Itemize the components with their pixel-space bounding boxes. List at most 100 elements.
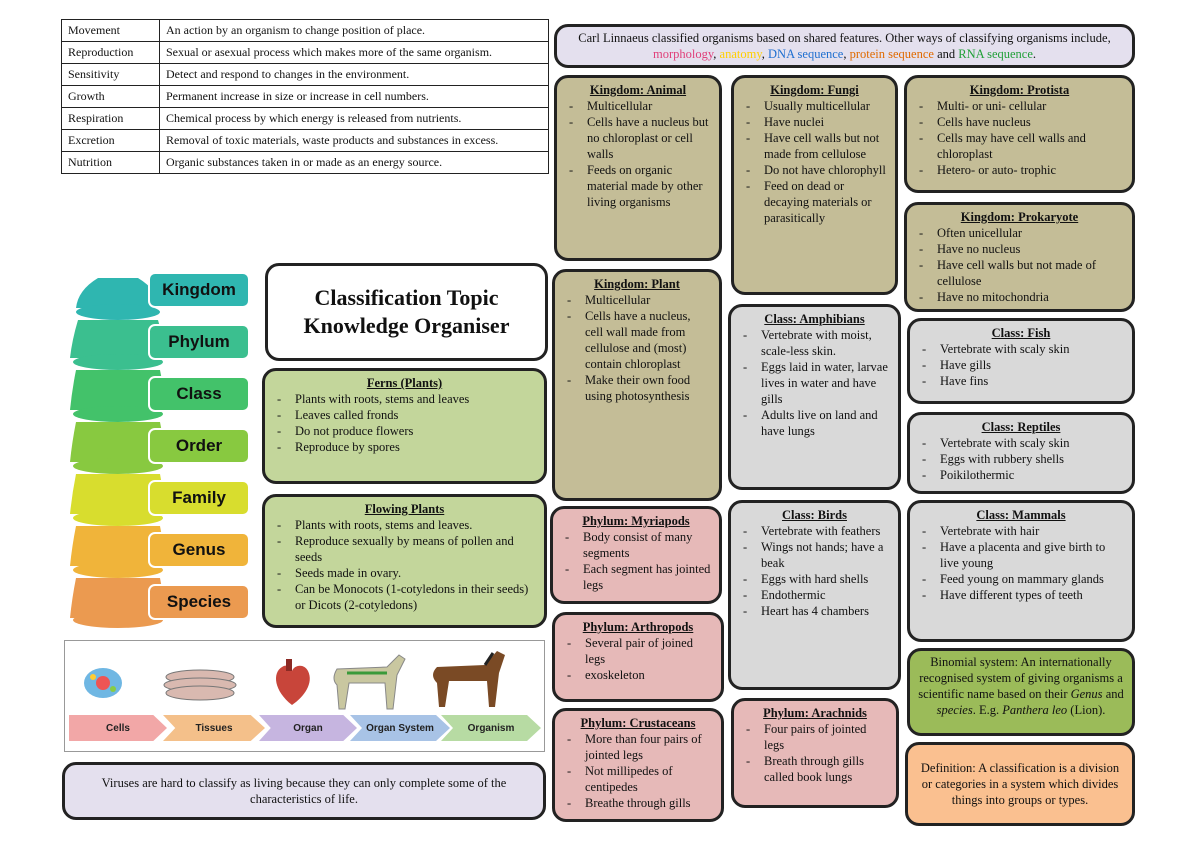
class-fish-list: Vertebrate with scaly skinHave gillsHave…: [918, 341, 1124, 389]
list-item: Body consist of many segments: [561, 529, 711, 561]
kingdom-animal-box: Kingdom: Animal MulticellularCells have …: [554, 75, 722, 261]
list-item: Eggs laid in water, larvae lives in wate…: [739, 359, 890, 407]
characteristic-term: Movement: [61, 19, 160, 42]
class-amphibians-box: Class: Amphibians Vertebrate with moist,…: [728, 304, 901, 490]
phylum-arachnids-box: Phylum: Arachnids Four pairs of jointed …: [731, 698, 899, 808]
protein-term: protein sequence: [849, 47, 934, 61]
list-item: Make their own food using photosynthesis: [563, 372, 711, 404]
characteristic-definition: Removal of toxic materials, waste produc…: [159, 129, 549, 152]
rna-term: RNA sequence: [958, 47, 1033, 61]
list-item: Usually multicellular: [742, 98, 887, 114]
list-item: Have fins: [918, 373, 1124, 389]
binomial-box: Binomial system: An internationally reco…: [907, 648, 1135, 736]
hierarchy-genus: Genus: [148, 532, 250, 568]
kingdom-prokaryote-title: Kingdom: Prokaryote: [960, 210, 1079, 224]
list-item: Multi- or uni- cellular: [915, 98, 1124, 114]
characteristic-term: Reproduction: [61, 41, 160, 64]
list-item: Hetero- or auto- trophic: [915, 162, 1124, 178]
characteristic-definition: Permanent increase in size or increase i…: [159, 85, 549, 108]
phylum-arthropods-box: Phylum: Arthropods Several pair of joine…: [552, 612, 724, 702]
kingdom-protista-title: Kingdom: Protista: [969, 83, 1070, 97]
list-item: Often unicellular: [915, 225, 1124, 241]
organ-system-icon: [333, 654, 406, 710]
class-birds-list: Vertebrate with feathersWings not hands;…: [739, 523, 890, 619]
kingdom-plant-title: Kingdom: Plant: [594, 277, 680, 291]
list-item: Breath through gills called book lungs: [742, 753, 888, 785]
hierarchy-family: Family: [148, 480, 250, 516]
list-item: Eggs with hard shells: [739, 571, 890, 587]
list-item: Do not have chlorophyll: [742, 162, 887, 178]
kingdom-animal-list: MulticellularCells have a nucleus but no…: [565, 98, 711, 210]
list-item: Vertebrate with scaly skin: [918, 341, 1124, 357]
linnaeus-end: .: [1032, 47, 1037, 61]
list-item: Vertebrate with moist, scale-less skin.: [739, 327, 890, 359]
kingdom-fungi-box: Kingdom: Fungi Usually multicellularHave…: [731, 75, 898, 295]
ferns-box: Ferns (Plants) Plants with roots, stems …: [262, 368, 547, 484]
list-item: Cells have a nucleus but no chloroplast …: [565, 114, 711, 162]
hierarchy-kingdom: Kingdom: [148, 272, 250, 308]
list-item: Have a placenta and give birth to live y…: [918, 539, 1124, 571]
phylum-myriapods-box: Phylum: Myriapods Body consist of many s…: [550, 506, 722, 604]
list-item: Multicellular: [563, 292, 711, 308]
list-item: Not millipedes of centipedes: [563, 763, 713, 795]
characteristic-definition: Detect and respond to changes in the env…: [159, 63, 549, 86]
flowering-list: Plants with roots, stems and leaves.Repr…: [273, 517, 536, 613]
phylum-crustaceans-list: More than four pairs of jointed legsNot …: [563, 731, 713, 811]
class-mammals-title: Class: Mammals: [976, 508, 1066, 522]
list-item: Endothermic: [739, 587, 890, 603]
kingdom-animal-title: Kingdom: Animal: [589, 83, 687, 97]
class-reptiles-list: Vertebrate with scaly skinEggs with rubb…: [918, 435, 1124, 483]
linnaeus-box: Carl Linnaeus classified organisms based…: [554, 24, 1135, 68]
kingdom-prokaryote-list: Often unicellularHave no nucleusHave cel…: [915, 225, 1124, 305]
class-fish-box: Class: Fish Vertebrate with scaly skinHa…: [907, 318, 1135, 404]
kingdom-protista-box: Kingdom: Protista Multi- or uni- cellula…: [904, 75, 1135, 193]
hierarchy-class: Class: [148, 376, 250, 412]
list-item: Seeds made in ovary.: [273, 565, 536, 581]
anatomy-term: anatomy: [719, 47, 762, 61]
levels-of-organisation-diagram: Cells Tissues Organ Organ System Organis…: [64, 640, 545, 752]
species-term: species: [936, 703, 973, 717]
list-item: Heart has 4 chambers: [739, 603, 890, 619]
hierarchy-species: Species: [148, 584, 250, 620]
list-item: Leaves called fronds: [273, 407, 536, 423]
list-item: Adults live on land and have lungs: [739, 407, 890, 439]
list-item: Feed on dead or decaying materials or pa…: [742, 178, 887, 226]
characteristic-definition: Sexual or asexual process which makes mo…: [159, 41, 549, 64]
class-amphibians-list: Vertebrate with moist, scale-less skin.E…: [739, 327, 890, 439]
list-item: Poikilothermic: [918, 467, 1124, 483]
horse-icon: [433, 651, 505, 707]
characteristic-term: Excretion: [61, 129, 160, 152]
binomial-text-c: . E.g.: [972, 703, 1003, 717]
kingdom-protista-list: Multi- or uni- cellularCells have nucleu…: [915, 98, 1124, 178]
list-item: Cells may have cell walls and chloroplas…: [915, 130, 1124, 162]
phylum-crustaceans-box: Phylum: Crustaceans More than four pairs…: [552, 708, 724, 822]
binomial-text-a: Binomial system: An internationally reco…: [918, 655, 1123, 701]
list-item: Have cell walls but not made of cellulos…: [915, 257, 1124, 289]
class-birds-box: Class: Birds Vertebrate with feathersWin…: [728, 500, 901, 690]
phylum-arthropods-title: Phylum: Arthropods: [582, 620, 694, 634]
characteristic-term: Growth: [61, 85, 160, 108]
phylum-crustaceans-title: Phylum: Crustaceans: [580, 716, 696, 730]
list-item: Cells have a nucleus, cell wall made fro…: [563, 308, 711, 372]
list-item: Have different types of teeth: [918, 587, 1124, 603]
title-line-1: Classification Topic: [314, 285, 499, 310]
list-item: Each segment has jointed legs: [561, 561, 711, 593]
heart-icon: [276, 659, 310, 705]
characteristic-definition: Organic substances taken in or made as a…: [159, 151, 549, 174]
list-item: Do not produce flowers: [273, 423, 536, 439]
stage-organ: Organ: [259, 715, 357, 741]
list-item: exoskeleton: [563, 667, 713, 683]
and-word: and: [933, 47, 959, 61]
list-item: Several pair of joined legs: [563, 635, 713, 667]
list-item: Multicellular: [565, 98, 711, 114]
cell-icon: [84, 668, 122, 698]
hierarchy-phylum: Phylum: [148, 324, 250, 360]
phylum-arthropods-list: Several pair of joined legsexoskeleton: [563, 635, 713, 683]
tissue-icon: [163, 669, 237, 701]
kingdom-prokaryote-box: Kingdom: Prokaryote Often unicellularHav…: [904, 202, 1135, 312]
